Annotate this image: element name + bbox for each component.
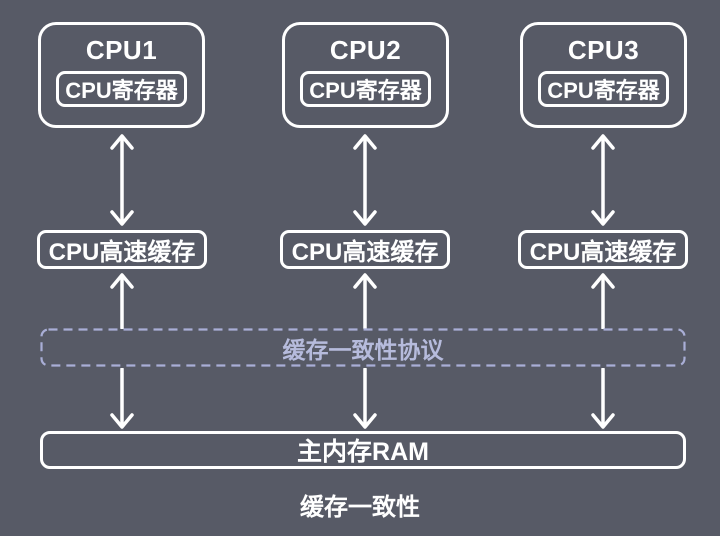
protocol-memory-arrow-3-icon (588, 368, 618, 432)
cpu1-cache-double-arrow-icon (107, 131, 137, 229)
cpu1-box: CPU1 CPU寄存器 (38, 22, 205, 128)
cpu3-cache-double-arrow-icon (588, 131, 618, 229)
cache2-label: CPU高速缓存 (291, 239, 439, 266)
cache2-box: CPU高速缓存 (280, 230, 450, 269)
cache1-protocol-arrow-icon (107, 270, 137, 329)
cache3-box: CPU高速缓存 (518, 230, 688, 269)
dashed-border (40, 328, 686, 367)
cpu3-register-box: CPU寄存器 (538, 71, 669, 107)
main-memory-box: 主内存RAM (40, 431, 686, 469)
cpu1-register-box: CPU寄存器 (56, 71, 187, 107)
cpu3-box: CPU3 CPU寄存器 (520, 22, 687, 128)
coherence-protocol-label: 缓存一致性协议 (282, 336, 444, 363)
protocol-memory-arrow-2-icon (350, 368, 380, 432)
diagram-caption: 缓存一致性 (300, 494, 420, 521)
main-memory-label: 主内存RAM (297, 438, 429, 466)
protocol-memory-arrow-1-icon (107, 368, 137, 432)
cpu2-box: CPU2 CPU寄存器 (282, 22, 449, 128)
cache2-protocol-arrow-icon (350, 270, 380, 329)
cpu2-register-box: CPU寄存器 (300, 71, 431, 107)
cpu1-label: CPU1 (85, 35, 158, 65)
cpu3-register-label: CPU寄存器 (547, 78, 660, 103)
cpu2-register-label: CPU寄存器 (309, 78, 422, 103)
cache3-label: CPU高速缓存 (529, 239, 677, 266)
cpu1-register-label: CPU寄存器 (65, 78, 178, 103)
coherence-protocol-box: 缓存一致性协议 (40, 328, 686, 367)
cache1-box: CPU高速缓存 (37, 230, 207, 269)
cache3-protocol-arrow-icon (588, 270, 618, 329)
cache1-label: CPU高速缓存 (48, 239, 196, 266)
cpu2-cache-double-arrow-icon (350, 131, 380, 229)
cpu3-label: CPU3 (567, 35, 640, 65)
cpu2-label: CPU2 (329, 35, 402, 65)
